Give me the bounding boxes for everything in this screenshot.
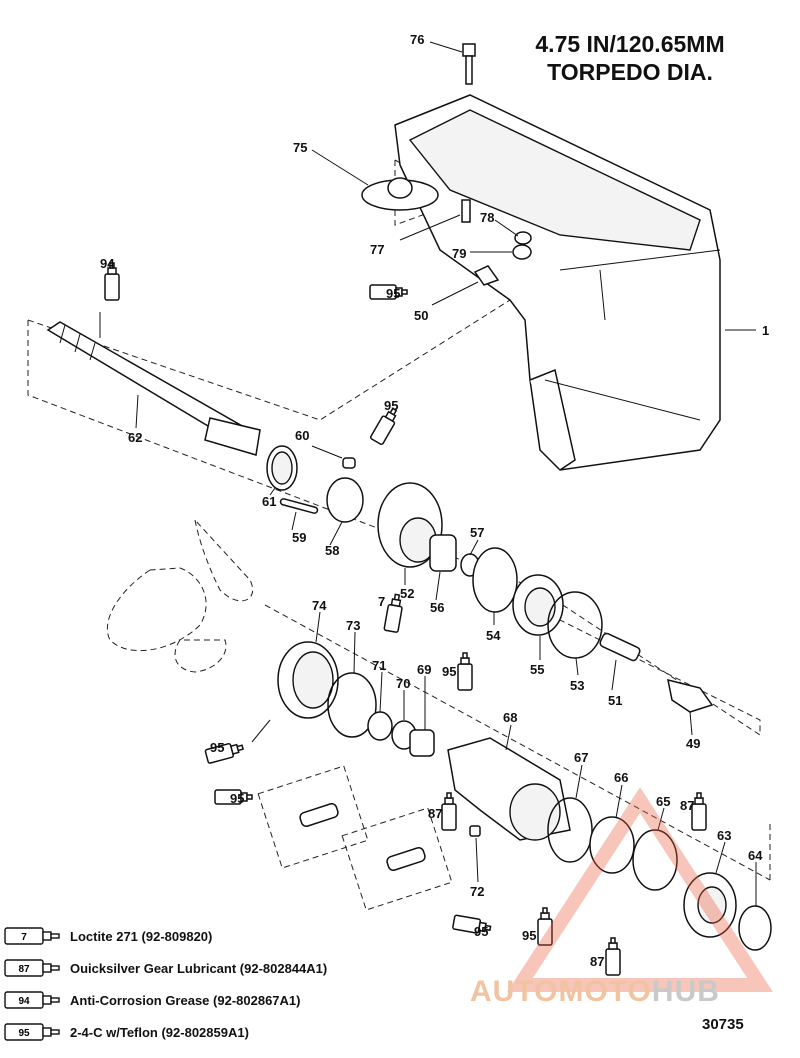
leader-lines (99, 41, 757, 906)
callout-71: 71 (372, 658, 386, 673)
legend-code: 94 (18, 996, 30, 1007)
callout-68: 68 (503, 710, 517, 725)
diagram-title: 4.75 IN/120.65MM TORPEDO DIA. (500, 30, 760, 86)
watermark-text: AUTOMOTOHUB (470, 975, 720, 1009)
callout-73: 73 (346, 618, 360, 633)
tube-label-87-right: 87 (680, 798, 694, 813)
tube-label-95-shaft: 95 (384, 398, 398, 413)
callout-72: 72 (470, 884, 484, 899)
legend-row-teflon: 95 2-4-C w/Teflon (92-802859A1) (4, 1016, 464, 1048)
carrier-components (277, 641, 772, 951)
callout-76: 76 (410, 32, 424, 47)
tube-label-95-left: 95 (230, 791, 244, 806)
shaft-components (266, 445, 714, 713)
tube-icon: 87 (4, 959, 60, 977)
legend-code: 87 (18, 964, 30, 975)
callout-62: 62 (128, 430, 142, 445)
callout-59: 59 (292, 530, 306, 545)
tube-label-94: 94 (100, 256, 115, 271)
callout-70: 70 (396, 676, 410, 691)
callout-50: 50 (414, 308, 428, 323)
callout-74: 74 (312, 598, 327, 613)
tube-icon: 95 (4, 1023, 60, 1041)
gear-housing (394, 94, 721, 471)
title-line-2: TORPEDO DIA. (547, 59, 713, 85)
legend-label: 2-4-C w/Teflon (92-802859A1) (70, 1024, 249, 1040)
legend-row-loctite: 7 Loctite 271 (92-809820) (4, 920, 464, 952)
callout-65: 65 (656, 794, 670, 809)
callout-53: 53 (570, 678, 584, 693)
top-hardware (361, 43, 532, 286)
callout-1: 1 (762, 323, 769, 338)
propeller-shaft (46, 321, 261, 456)
legend-label: Anti-Corrosion Grease (92-802867A1) (70, 992, 301, 1008)
legend-code: 95 (18, 1028, 30, 1039)
callout-67: 67 (574, 750, 588, 765)
tube-label-95-lower: 95 (522, 928, 536, 943)
legend-label: Loctite 271 (92-809820) (70, 928, 213, 944)
callout-55: 55 (530, 662, 544, 677)
tube-label-87-mid: 87 (428, 806, 442, 821)
legend-code: 7 (21, 932, 27, 943)
lubricant-tubes: 94 95 95 7 95 95 95 87 95 87 95 87 (100, 256, 707, 976)
callout-64: 64 (748, 848, 763, 863)
callout-66: 66 (614, 770, 628, 785)
callout-61: 61 (262, 494, 276, 509)
callout-51: 51 (608, 693, 622, 708)
tube-label-87-lower: 87 (590, 954, 604, 969)
callout-79: 79 (452, 246, 466, 261)
callout-77: 77 (370, 242, 384, 257)
tube-label-95-bottom: 95 (474, 924, 488, 939)
tube-label-95-top: 95 (386, 286, 400, 301)
document-number: 30735 (702, 1016, 744, 1033)
callout-numbers: 76 75 78 77 79 50 1 62 60 61 59 58 52 56… (128, 32, 769, 899)
callout-54: 54 (486, 628, 501, 643)
tube-icon: 7 (4, 927, 60, 945)
tube-label-95-74: 95 (210, 740, 224, 755)
tube-label-7: 7 (378, 594, 385, 609)
callout-49: 49 (686, 736, 700, 751)
tube-label-95-69: 95 (442, 664, 456, 679)
legend: 7 Loctite 271 (92-809820) 87 Ouicksilver… (4, 920, 464, 1048)
callout-63: 63 (717, 828, 731, 843)
watermark-part-1: AUTOMOTO (470, 975, 652, 1008)
title-line-1: 4.75 IN/120.65MM (535, 31, 725, 57)
callout-56: 56 (430, 600, 444, 615)
propeller-outline (106, 518, 254, 673)
callout-60: 60 (295, 428, 309, 443)
legend-label: Ouicksilver Gear Lubricant (92-802844A1) (70, 960, 328, 976)
legend-row-gear-lube: 87 Ouicksilver Gear Lubricant (92-802844… (4, 952, 464, 984)
tube-icon: 94 (4, 991, 60, 1009)
callout-75: 75 (293, 140, 307, 155)
callout-57: 57 (470, 525, 484, 540)
watermark-part-2: HUB (651, 975, 720, 1008)
watermark-logo (507, 787, 773, 992)
callout-69: 69 (417, 662, 431, 677)
callout-58: 58 (325, 543, 339, 558)
callout-52: 52 (400, 586, 414, 601)
callout-78: 78 (480, 210, 494, 225)
legend-row-anti-corrosion: 94 Anti-Corrosion Grease (92-802867A1) (4, 984, 464, 1016)
